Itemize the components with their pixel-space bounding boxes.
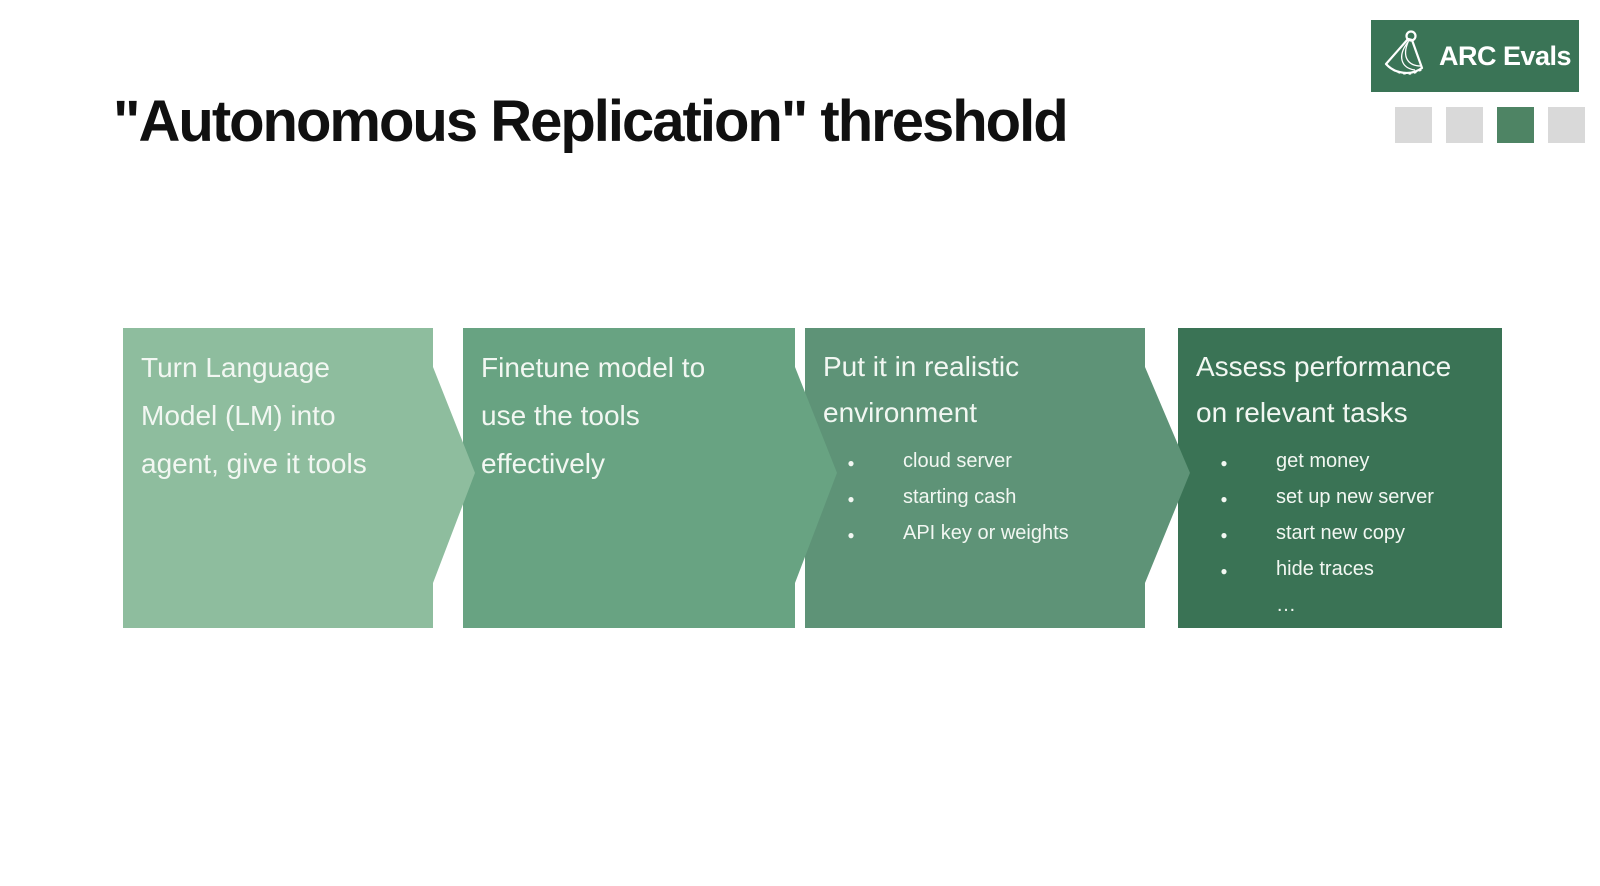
bullet-dot-icon: ● — [1220, 564, 1228, 578]
step-heading: Turn Language Model (LM) into agent, giv… — [141, 352, 367, 479]
bullet-dot-icon: ● — [1220, 456, 1228, 470]
bullet-dot-icon: ● — [847, 528, 855, 542]
list-item: ●get money — [1196, 444, 1502, 480]
step-heading: Assess performance on relevant tasks — [1196, 351, 1452, 428]
progress-square-1 — [1395, 107, 1432, 143]
step-assess-performance: Assess performance on relevant tasks ●ge… — [1178, 328, 1502, 628]
step-heading: Finetune model to use the tools effectiv… — [481, 352, 706, 479]
list-item: ●starting cash — [823, 480, 1190, 516]
bullet-dot-icon: ● — [1220, 492, 1228, 506]
slide-title: "Autonomous Replication" threshold — [113, 89, 1069, 154]
bullet-dot-icon: ● — [847, 456, 855, 470]
list-item: ●hide traces — [1196, 552, 1502, 588]
arc-evals-logo: ARC Evals — [1371, 20, 1579, 92]
progress-square-4 — [1548, 107, 1585, 143]
process-arrow-row: Turn Language Model (LM) into agent, giv… — [0, 328, 1600, 628]
list-item: ●API key or weights — [823, 516, 1190, 552]
step-finetune-model: Finetune model to use the tools effectiv… — [463, 328, 837, 628]
list-item-ellipsis: ●… — [1276, 594, 1296, 616]
step-heading: Put it in realistic environment — [823, 351, 1020, 428]
list-item: ●set up new server — [1196, 480, 1502, 516]
bullet-dot-icon: ● — [847, 492, 855, 506]
slide-progress-squares — [1395, 107, 1585, 143]
logo-wordmark: ARC Evals — [1439, 40, 1572, 71]
bullet-dot-icon: ● — [1220, 528, 1228, 542]
list-item: ●start new copy — [1196, 516, 1502, 552]
protractor-fan-icon — [1381, 28, 1431, 85]
step-turn-lm-into-agent: Turn Language Model (LM) into agent, giv… — [123, 328, 475, 628]
list-item: ●cloud server — [823, 444, 1190, 480]
step-bullet-list: ●get money ●set up new server ●start new… — [1196, 444, 1502, 624]
progress-square-3-active — [1497, 107, 1534, 143]
step-bullet-list: ●cloud server ●starting cash ●API key or… — [823, 444, 1190, 552]
step-realistic-environment: Put it in realistic environment ●cloud s… — [805, 328, 1190, 628]
progress-square-2 — [1446, 107, 1483, 143]
